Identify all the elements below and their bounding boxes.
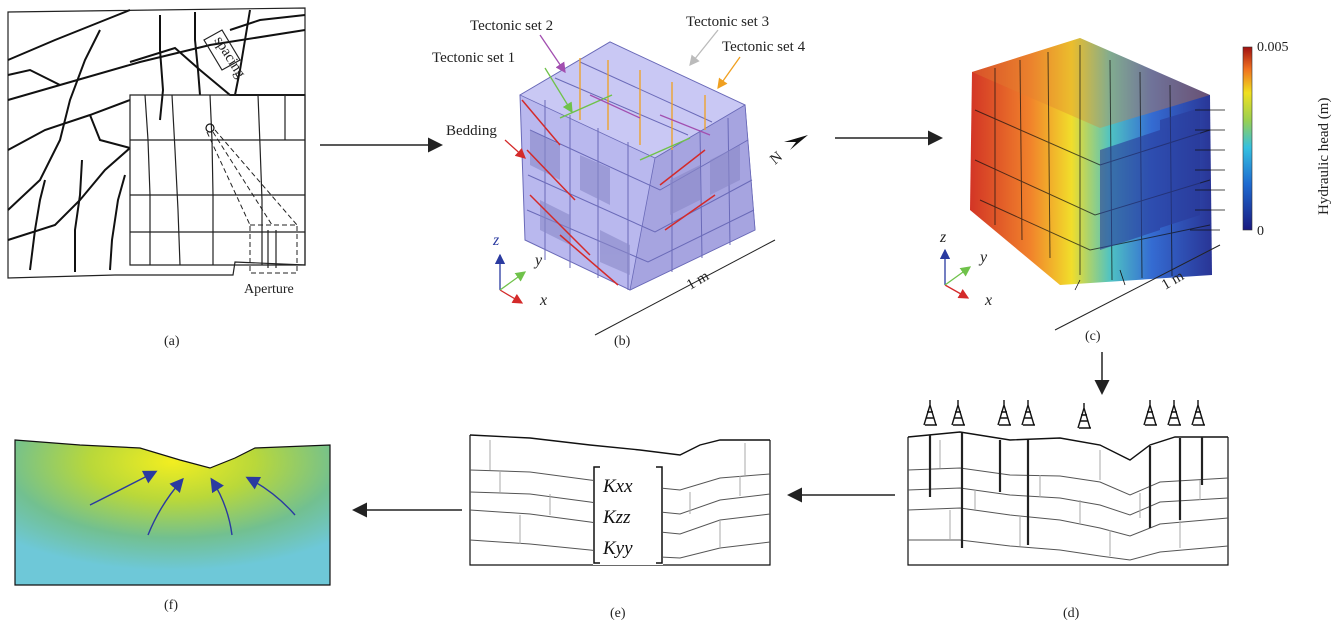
colorbar-title: Hydraulic head (m) (1316, 98, 1332, 215)
panel-b-x-axis: x (539, 292, 547, 309)
panel-e-equivalent-permeability: Kxx Kzz Kyy (e) (469, 434, 771, 621)
panel-a-label: (a) (164, 334, 180, 349)
panel-f-regional-flow: (f) (14, 439, 331, 613)
panel-b-z-axis: z (492, 232, 500, 249)
panel-b-fracture-cube: Tectonic set 2 Tectonic set 1 Tectonic s… (432, 14, 806, 349)
colorbar-min-label: 0 (1257, 224, 1264, 239)
matrix-kyy: Kyy (602, 538, 633, 559)
panel-c-hydraulic-head: 0.005 0 Hydraulic head (m) 1 m z y x (c) (939, 38, 1332, 344)
tectonic-set-4-label: Tectonic set 4 (722, 39, 806, 55)
panel-f-label: (f) (164, 598, 178, 613)
colorbar (1242, 46, 1253, 231)
panel-e-label: (e) (610, 606, 626, 621)
tectonic-set-3-label: Tectonic set 3 (686, 14, 769, 30)
tectonic-set-2-label: Tectonic set 2 (470, 18, 553, 34)
colorbar-max-label: 0.005 (1257, 40, 1289, 55)
bedding-label: Bedding (446, 123, 497, 139)
north-arrow: N (767, 135, 808, 168)
panel-d-borehole-section: (d) (907, 400, 1229, 621)
panel-b-y-axis: y (533, 252, 543, 269)
panel-b-label: (b) (614, 334, 631, 349)
matrix-kxx: Kxx (602, 476, 633, 497)
tectonic-set-1-label: Tectonic set 1 (432, 50, 515, 66)
panel-c-x-axis: x (984, 292, 992, 309)
panel-a-fracture-map: spacing Aperture (a) (7, 7, 306, 349)
panel-b-scale-label: 1 m (684, 268, 712, 293)
matrix-kzz: Kzz (602, 507, 631, 528)
aperture-label: Aperture (244, 282, 294, 297)
panel-c-label: (c) (1085, 329, 1101, 344)
panel-c-z-axis: z (939, 229, 947, 246)
north-label: N (767, 149, 786, 168)
panel-d-label: (d) (1063, 606, 1080, 621)
panel-c-y-axis: y (978, 249, 988, 266)
drilling-rigs (923, 400, 1205, 429)
